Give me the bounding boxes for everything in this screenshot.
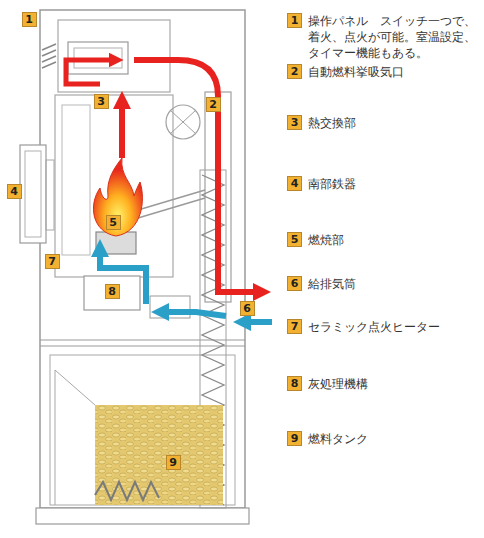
intake-arrow [242,319,272,325]
door-glass [62,105,90,255]
part-description: 燃焼部 [308,232,344,248]
legend-item: 2 自動燃料挙吸気口 [287,64,404,80]
part-description: 操作パネル スイッチ一つで、 着火、点火が可能。室温設定、 タイマー機能もある。 [308,13,480,62]
fan-blade [170,110,196,134]
callout-number: 6 [243,303,251,314]
fan [166,105,200,139]
vent-louver [42,62,56,68]
callout-number: 1 [22,12,37,27]
callout-number: 4 [10,186,18,197]
cast-iron-inner [25,151,41,237]
part-description: 自動燃料挙吸気口 [308,64,404,80]
callout-number: 3 [94,94,109,109]
intake-arrow [160,312,226,316]
legend-item: 9 燃料タンク [287,431,368,447]
callout-number: 9 [169,457,177,468]
callout-number: 6 [240,301,255,316]
callout-number: 8 [108,286,116,297]
pellet-chute [138,198,205,218]
callout-number: 5 [109,217,117,228]
legend-item: 5 燃焼部 [287,232,344,248]
part-description: セラミック点火ヒーター [308,319,440,335]
legend-item: 6 給排気筒 [287,276,356,292]
upper-housing [58,20,170,92]
callout-number: 7 [287,319,302,334]
callout-number: 2 [287,64,302,79]
part-description: 燃料タンク [308,431,368,447]
firebox [55,95,173,277]
callout-number: 5 [287,232,302,247]
cast-iron-hinge [46,160,54,230]
callout-number: 9 [287,431,302,446]
callout-number: 7 [48,256,56,267]
intake-arrow [100,248,146,304]
callout-number: 2 [206,97,221,112]
pellet-fuel [95,405,223,505]
legend-item: 8 灰処理機構 [287,376,368,392]
part-description: 南部鉄器 [308,176,356,192]
cabinet-base [36,508,249,524]
exhaust-arrow [134,60,262,292]
legend-item: 4 南部鉄器 [287,176,356,192]
callout-number: 1 [25,14,33,25]
callout-number: 3 [287,115,302,130]
callout-number: 4 [7,184,22,199]
callout-number: 8 [105,284,120,299]
legend-item: 7 セラミック点火ヒーター [287,319,440,335]
vent-louver [42,44,56,50]
pellet-chute [138,190,205,210]
agitator-spring [95,482,159,500]
callout-number: 2 [209,99,217,110]
callout-number: 1 [287,13,302,28]
callout-number: 7 [45,254,60,269]
hot-air-arrow [66,60,116,84]
legend-item: 3 熱交換部 [287,115,356,131]
hot-air-arrow [119,100,125,158]
tank-wall [55,370,56,505]
callout-number: 4 [287,176,302,191]
vent-louver [42,56,56,62]
cast-iron-panel [20,145,46,243]
callout-number: 9 [166,455,181,470]
vent-louver [42,50,56,56]
callout-number: 5 [106,215,121,230]
part-description: 熱交換部 [308,115,356,131]
part-description: 給排気筒 [308,276,356,292]
callout-number: 6 [287,276,302,291]
legend-item: 1 操作パネル スイッチ一つで、 着火、点火が可能。室温設定、 タイマー機能もある… [287,13,480,62]
callout-number: 8 [287,376,302,391]
part-description: 灰処理機構 [308,376,368,392]
flame [93,158,142,236]
fan-blade [170,110,196,134]
callout-number: 3 [97,96,105,107]
partition-line [40,346,245,347]
ash-mechanism [84,276,140,310]
tank-slope [55,370,95,405]
